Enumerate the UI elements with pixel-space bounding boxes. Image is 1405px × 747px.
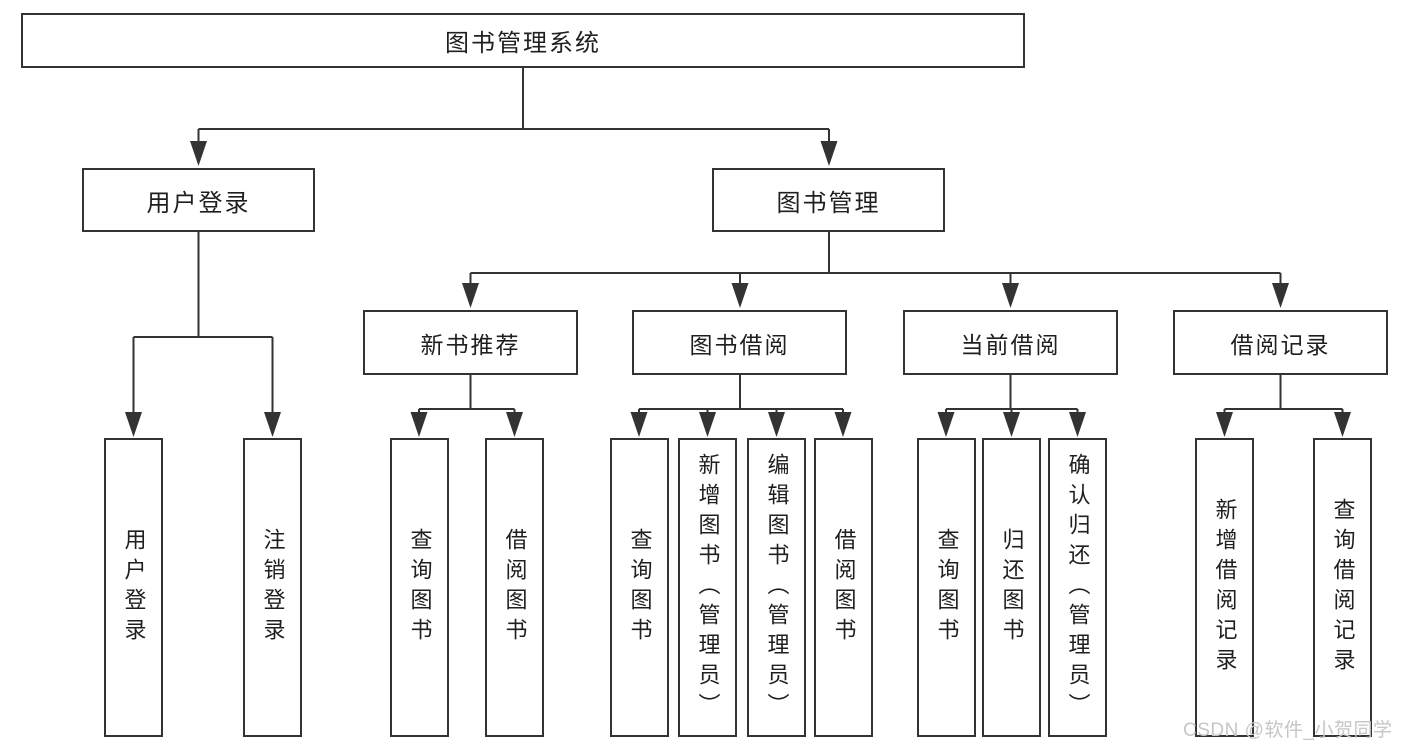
leaf-borrow-books-recommend: 借阅图书 [485, 438, 544, 737]
node-label: 新增图书（管理员） [695, 452, 721, 723]
connector-lines [132, 68, 1344, 413]
arrowheads [125, 141, 1351, 437]
leaf-query-books-recommend: 查询图书 [390, 438, 449, 737]
arrowhead [699, 412, 716, 437]
connector-root-to-level2 [197, 68, 830, 141]
node-label: 图书管理 [776, 189, 881, 217]
arrowhead [820, 141, 838, 166]
leaf-query-books-current: 查询图书 [917, 438, 976, 737]
leaf-return-books: 归还图书 [982, 438, 1041, 737]
arrowhead [125, 412, 142, 437]
node-label: 图书管理系统 [445, 30, 601, 57]
arrowhead [630, 412, 648, 437]
arrowhead [462, 283, 479, 308]
node-label: 图书借阅 [689, 331, 790, 358]
node-library-management-system: 图书管理系统 [21, 13, 1025, 68]
arrowhead [264, 412, 281, 437]
leaf-confirm-return-admin: 确认归还（管理员） [1048, 438, 1107, 737]
arrowhead [1216, 412, 1233, 437]
node-label: 查询图书 [627, 527, 653, 648]
connector-current-borrow-to-leaves [945, 375, 1079, 413]
node-current-borrow: 当前借阅 [903, 310, 1118, 375]
node-label: 查询图书 [407, 527, 433, 648]
node-book-management-branch: 图书管理 [712, 168, 945, 232]
node-borrow-record: 借阅记录 [1173, 310, 1388, 375]
node-label: 借阅记录 [1230, 331, 1331, 358]
node-label: 查询借阅记录 [1330, 497, 1356, 678]
arrowhead [1334, 412, 1351, 437]
leaf-logout-login: 注销登录 [243, 438, 302, 737]
connector-book-borrow-to-leaves [638, 375, 844, 413]
node-label: 新增借阅记录 [1212, 497, 1238, 678]
node-label: 查询图书 [934, 527, 960, 648]
leaf-add-borrow-record: 新增借阅记录 [1195, 438, 1254, 737]
node-label: 借阅图书 [831, 527, 857, 648]
arrowhead [937, 412, 955, 437]
arrowhead [768, 412, 785, 437]
leaf-borrow-books: 借阅图书 [814, 438, 873, 737]
csdn-watermark: CSDN @软件_小贺同学 [1183, 720, 1393, 741]
node-label: 确认归还（管理员） [1065, 452, 1091, 723]
arrowhead [506, 412, 523, 437]
arrowhead [731, 283, 749, 308]
connector-user-login-to-leaves [132, 232, 274, 413]
node-user-login-branch: 用户登录 [82, 168, 315, 232]
node-label: 编辑图书（管理员） [764, 452, 790, 723]
arrowhead [1069, 412, 1086, 437]
node-book-borrow: 图书借阅 [632, 310, 847, 375]
leaf-edit-books-admin: 编辑图书（管理员） [747, 438, 806, 737]
leaf-user-login: 用户登录 [104, 438, 163, 737]
node-label: 当前借阅 [960, 331, 1061, 358]
node-label: 用户登录 [146, 189, 251, 217]
arrowhead [410, 412, 428, 437]
node-label: 用户登录 [121, 527, 147, 648]
leaf-query-borrow-record: 查询借阅记录 [1313, 438, 1372, 737]
node-new-book-recommend: 新书推荐 [363, 310, 578, 375]
node-label: 新书推荐 [420, 331, 521, 358]
connector-new-book-to-leaves [418, 375, 516, 413]
node-label: 借阅图书 [502, 527, 528, 648]
arrowhead [834, 412, 852, 437]
node-label: 注销登录 [260, 527, 286, 648]
arrowhead [1003, 412, 1020, 437]
leaf-add-books-admin: 新增图书（管理员） [678, 438, 737, 737]
node-label: 归还图书 [999, 527, 1025, 648]
connector-book-mgmt-to-level3 [469, 232, 1282, 284]
connector-borrow-record-to-leaves [1223, 375, 1344, 413]
arrowhead [190, 141, 207, 166]
leaf-query-books-borrow: 查询图书 [610, 438, 669, 737]
arrowhead [1002, 283, 1019, 308]
arrowhead [1272, 283, 1289, 308]
